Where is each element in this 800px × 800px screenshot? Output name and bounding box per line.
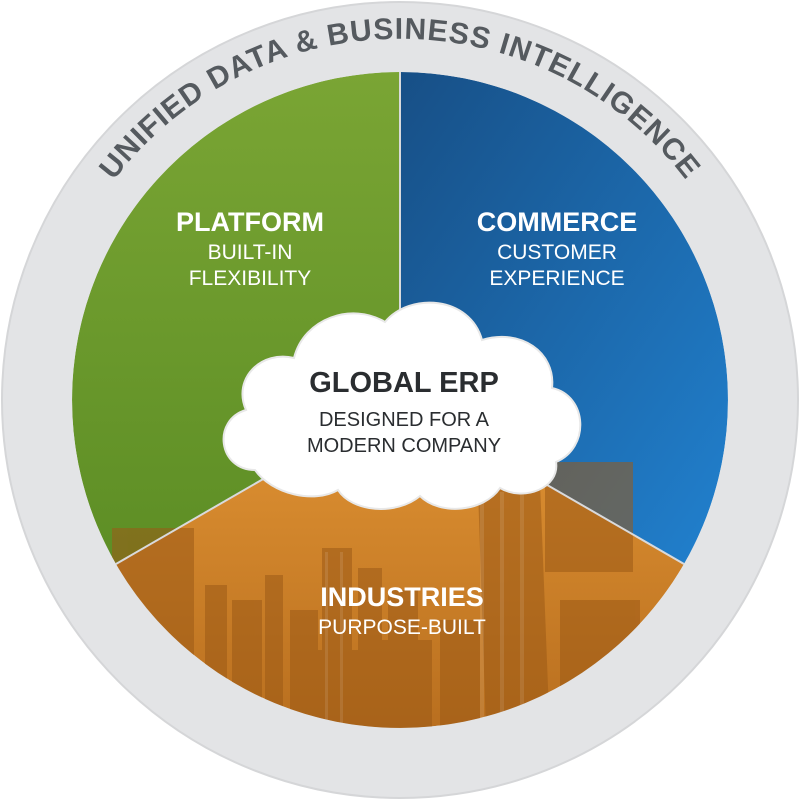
core-line-2: MODERN COMPANY [307, 435, 501, 457]
commerce-title: COMMERCE [477, 207, 638, 237]
platform-title: PLATFORM [176, 207, 324, 237]
skyline-highlights [325, 488, 524, 728]
core-line-1: DESIGNED FOR A [319, 409, 490, 431]
industries-line-1: PURPOSE-BUILT [318, 616, 486, 639]
platform-line-2: FLEXIBILITY [189, 267, 312, 290]
core-title: GLOBAL ERP [309, 367, 499, 399]
platform-line-1: BUILT-IN [208, 241, 293, 264]
core-cloud: GLOBAL ERP DESIGNED FOR A MODERN COMPANY [222, 301, 582, 510]
label-platform: PLATFORM BUILT-IN FLEXIBILITY [176, 207, 324, 290]
label-industries: INDUSTRIES PURPOSE-BUILT [318, 582, 486, 639]
cloud-shape [222, 301, 582, 510]
label-commerce: COMMERCE CUSTOMER EXPERIENCE [477, 207, 638, 290]
industries-title: INDUSTRIES [320, 582, 484, 612]
commerce-line-2: EXPERIENCE [489, 267, 624, 290]
commerce-line-1: CUSTOMER [497, 241, 617, 264]
